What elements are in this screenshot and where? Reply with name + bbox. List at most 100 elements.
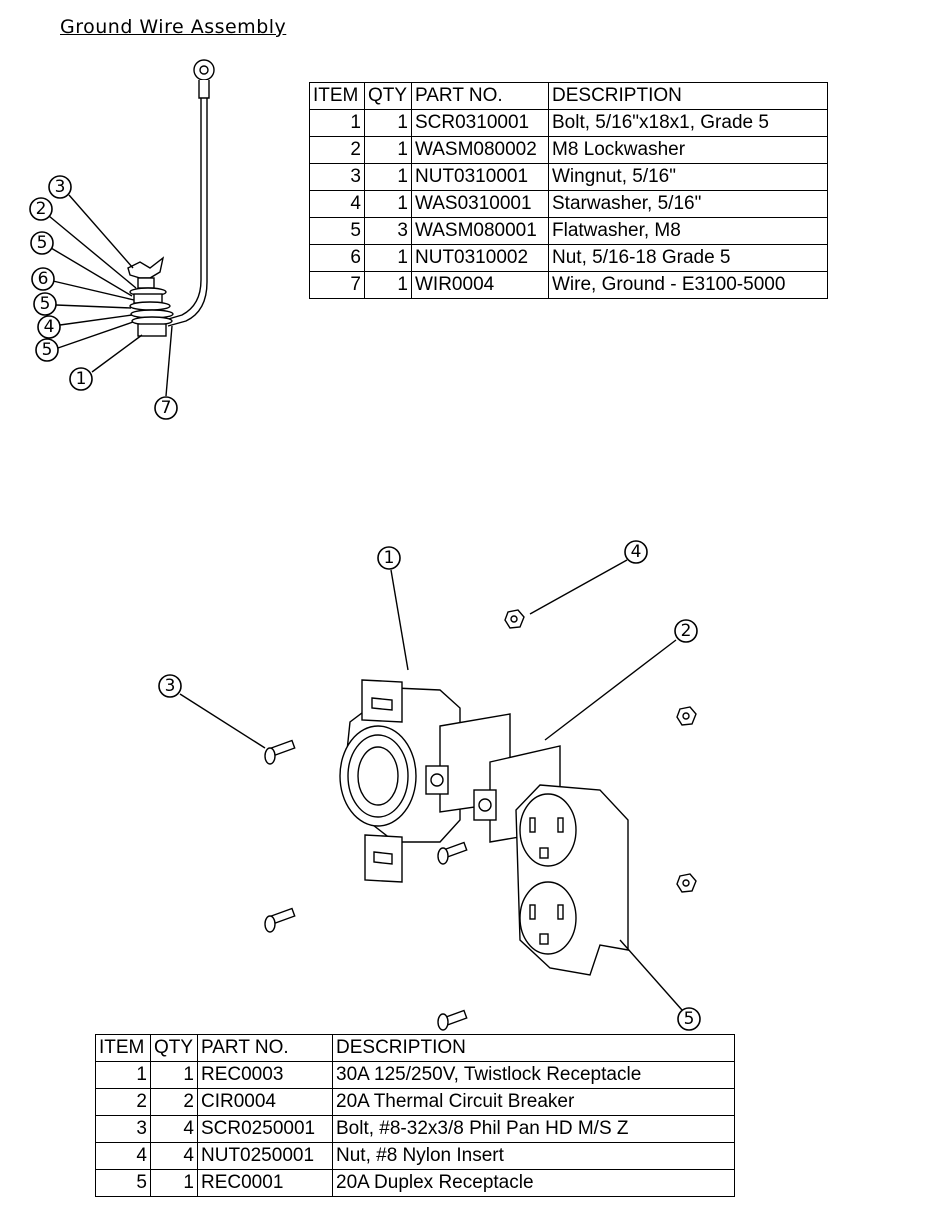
ring-terminal-hole — [199, 65, 209, 75]
leader-line — [68, 194, 134, 269]
callout-number: 1 — [76, 369, 87, 389]
wingnut — [127, 256, 165, 279]
part-cell: WIR0004 — [411, 271, 549, 299]
col-qty-header: QTY — [364, 82, 412, 110]
leader-line — [529, 559, 628, 615]
bolt-head — [137, 323, 167, 337]
item-cell: 7 — [309, 271, 365, 299]
breaker-button — [430, 773, 444, 787]
outlet-face-bottom — [519, 881, 577, 955]
col-desc-header: DESCRIPTION — [332, 1034, 735, 1062]
part-cell: WAS0310001 — [411, 190, 549, 218]
leader-line — [544, 639, 677, 741]
qty-cell: 1 — [364, 271, 412, 299]
qty-cell: 1 — [150, 1169, 198, 1197]
col-desc-header: DESCRIPTION — [548, 82, 828, 110]
desc-cell: 20A Duplex Receptacle — [332, 1169, 735, 1197]
callout-bubble: 6 — [31, 267, 55, 291]
leader-line — [390, 569, 409, 671]
leader-line — [91, 334, 143, 373]
outlet-slot — [557, 817, 564, 833]
callout-number: 1 — [384, 548, 395, 568]
callout-bubble: 5 — [30, 231, 54, 255]
callout-bubble: 4 — [37, 315, 61, 339]
leader-line — [55, 304, 132, 309]
callout-number: 5 — [684, 1009, 695, 1029]
screw — [264, 907, 296, 933]
callout-number: 5 — [40, 294, 51, 314]
receptacle-illustration: 1 4 2 3 5 — [158, 540, 701, 1031]
item-cell: 2 — [95, 1088, 151, 1116]
callout-number: 4 — [631, 542, 642, 562]
callout-bubble: 5 — [677, 1007, 701, 1031]
nylon-nut — [504, 609, 525, 629]
item-cell: 4 — [95, 1142, 151, 1170]
leader-line — [619, 939, 683, 1011]
part-cell: SCR0310001 — [411, 109, 549, 137]
callout-bubble: 1 — [69, 367, 93, 391]
part-cell: SCR0250001 — [197, 1115, 333, 1143]
callout-bubble: 2 — [674, 619, 698, 643]
part-cell: WASM080002 — [411, 136, 549, 164]
col-part-header: PART NO. — [411, 82, 549, 110]
callout-bubble: 7 — [154, 396, 178, 420]
breaker-button — [478, 798, 492, 812]
outlet-ground — [539, 847, 549, 859]
table-header-row: ITEM QTY PART NO. DESCRIPTION — [309, 82, 828, 110]
desc-cell: Bolt, #8-32x3/8 Phil Pan HD M/S Z — [332, 1115, 735, 1143]
screw — [437, 841, 468, 865]
leader-line — [59, 314, 133, 326]
desc-cell: 20A Thermal Circuit Breaker — [332, 1088, 735, 1116]
table-header-row: ITEM QTY PART NO. DESCRIPTION — [95, 1034, 735, 1062]
desc-cell: Bolt, 5/16"x18x1, Grade 5 — [548, 109, 828, 137]
nylon-nut — [676, 873, 697, 893]
desc-cell: Nut, #8 Nylon Insert — [332, 1142, 735, 1170]
desc-cell: Wingnut, 5/16" — [548, 163, 828, 191]
qty-cell: 1 — [364, 163, 412, 191]
tab-slot — [373, 851, 393, 865]
callout-number: 2 — [681, 621, 692, 641]
outlet-face-top — [519, 793, 577, 867]
callout-bubble: 2 — [29, 197, 53, 221]
part-cell: CIR0004 — [197, 1088, 333, 1116]
item-cell: 5 — [95, 1169, 151, 1197]
callout-number: 3 — [55, 177, 66, 197]
tab-slot — [371, 697, 393, 711]
twistlock-face-core — [357, 746, 399, 806]
callout-number: 3 — [165, 676, 176, 696]
callout-number: 5 — [42, 340, 53, 360]
outlet-slot — [557, 904, 564, 920]
col-qty-header: QTY — [150, 1034, 198, 1062]
ground-wire-illustration: 3 2 5 6 5 4 5 1 7 — [29, 59, 215, 420]
bolt-thread — [137, 277, 155, 289]
leader-line — [48, 215, 137, 289]
item-cell: 3 — [309, 163, 365, 191]
leader-line — [165, 325, 173, 397]
part-cell: REC0003 — [197, 1061, 333, 1089]
callout-bubble: 5 — [35, 338, 59, 362]
callout-bubble: 5 — [33, 292, 57, 316]
desc-cell: Wire, Ground - E3100-5000 — [548, 271, 828, 299]
callout-number: 7 — [161, 398, 172, 418]
callout-bubble: 3 — [158, 674, 182, 698]
col-item-header: ITEM — [309, 82, 365, 110]
callout-number: 4 — [44, 317, 55, 337]
ground-wire-edge — [167, 98, 208, 327]
callout-number: 6 — [38, 269, 49, 289]
outlet-slot — [529, 904, 536, 920]
nylon-nut — [676, 706, 697, 726]
part-cell: NUT0310001 — [411, 163, 549, 191]
part-cell: REC0001 — [197, 1169, 333, 1197]
desc-cell: 30A 125/250V, Twistlock Receptacle — [332, 1061, 735, 1089]
leader-line — [179, 693, 266, 749]
qty-cell: 1 — [364, 109, 412, 137]
